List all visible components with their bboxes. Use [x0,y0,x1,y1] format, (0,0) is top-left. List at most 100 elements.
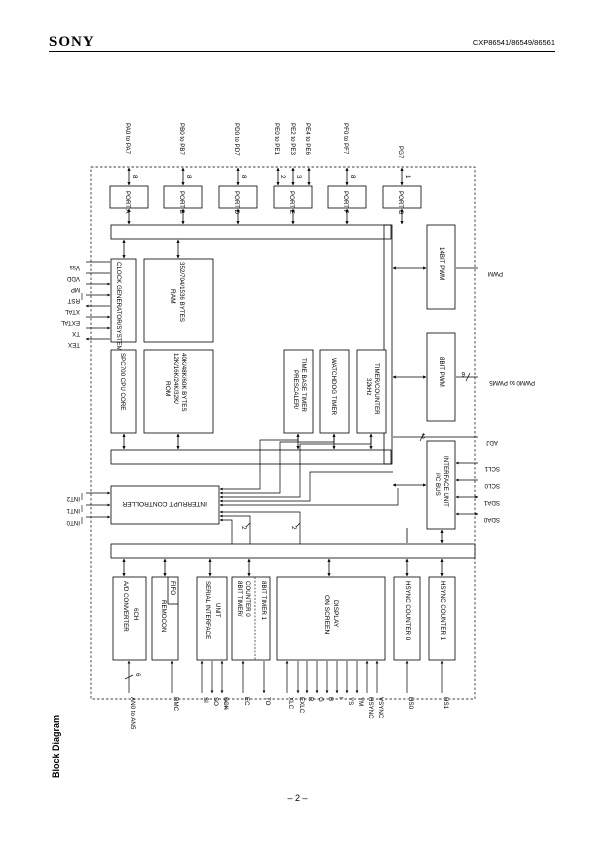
port-g: PORT G PG7 1 [382,146,422,215]
svg-text:PE0 to PE1: PE0 to PE1 [273,123,280,156]
svg-text:I: I [337,697,344,699]
port-d: PORT D PD0 to PD7 8 [218,123,258,215]
svg-text:HS1: HS1 [442,697,449,710]
svg-text:INTERRUPT CONTROLLER: INTERRUPT CONTROLLER [122,500,207,507]
svg-text:8: 8 [131,175,138,179]
svg-text:14BIT PWM: 14BIT PWM [438,247,445,280]
interrupt-controller-block: INTERRUPT CONTROLLER INTERRUPT CONTROLLE… [110,485,220,525]
svg-text:ROM: ROM [164,381,171,396]
svg-text:UNIT: UNIT [214,603,221,618]
svg-text:EC: EC [243,697,250,706]
svg-text:INT1: INT1 [66,507,80,514]
port-f: PORT F PF0 to PF7 8 [327,123,367,214]
svg-text:8BIT PWM: 8BIT PWM [438,357,445,387]
svg-text:1: 1 [404,175,411,179]
svg-text:INTERFACE UNIT: INTERFACE UNIT [442,456,449,507]
svg-text:ADJ: ADJ [486,439,498,446]
prescaler-block: PRESCALER/ TIME BASE TIMER [283,349,314,434]
svg-text:TIME BASE TIMER: TIME BASE TIMER [300,358,307,412]
watchdog-timer-block: WATCHDOG TIMER [319,349,350,434]
svg-text:32kHz: 32kHz [365,378,372,396]
svg-text:XLC: XLC [287,697,294,710]
svg-text:CLOCK GENERATOR/SYSTEM CONTROL: CLOCK GENERATOR/SYSTEM CONTROL [115,262,122,383]
svg-text:12K/16K/24K/32K/: 12K/16K/24K/32K/ [172,353,179,404]
sony-logo: SONY [49,34,95,50]
svg-text:PE2 to PE3: PE2 to PE3 [289,123,296,156]
svg-text:A/D CONVERTER: A/D CONVERTER [122,581,129,632]
left-pin-labels: Vss VDD MP RST XTAL EXTAL TX TEX INT2 IN… [60,264,80,526]
svg-text:PB0 to PB7: PB0 to PB7 [178,123,185,156]
svg-text:PORT E: PORT E [288,191,295,214]
svg-text:RAM: RAM [169,289,176,304]
svg-text:SDA0: SDA0 [483,516,500,523]
svg-text:PORT G: PORT G [397,191,404,215]
svg-text:HSYNC COUNTER 1: HSYNC COUNTER 1 [439,581,446,641]
svg-text:PWM: PWM [488,270,503,277]
svg-text:REMOCON: REMOCON [160,600,167,632]
svg-text:SCL0: SCL0 [484,482,500,489]
svg-text:EXTAL: EXTAL [60,319,80,326]
right-pins [393,267,479,516]
svg-text:2: 2 [279,175,286,179]
diagram-title: Block Diagram [51,715,61,778]
svg-text:I²C BUS: I²C BUS [434,473,441,496]
svg-text:HSYNC COUNTER 0: HSYNC COUNTER 0 [404,581,411,641]
ram-block: RAM 352/704/1536 BYTES [143,258,214,343]
svg-text:2: 2 [240,526,247,530]
svg-text:8BIT TIMER 1: 8BIT TIMER 1 [260,581,267,621]
port-a: PORT A PA0 to PA7 8 [109,123,149,214]
rom-block: ROM 12K/16K/24K/32K/ 40K/48K/60K BYTES [143,349,214,434]
remocon-block: FIFO REMOCON [151,576,179,661]
interrupt-lines [219,434,399,544]
internal-bus [110,224,476,559]
svg-text:R: R [307,697,314,702]
svg-text:PORT A: PORT A [124,191,131,214]
header-rule [49,51,555,52]
bottom-pin-labels: 6 AN0 to AN5 RMC SI SO SCK EC TO XLC EXL… [129,673,449,730]
chip-outline [90,166,476,700]
svg-text:PWM0 to PWM5: PWM0 to PWM5 [489,379,535,386]
on-screen-display-block: ON SCREEN DISPLAY [276,576,386,661]
svg-text:HSYNC: HSYNC [367,697,374,719]
svg-text:G: G [317,697,324,702]
port-arrows [127,167,404,225]
svg-text:PORT B: PORT B [178,191,185,214]
page-number: – 2 – [287,793,308,803]
svg-text:SPC700 CPU CORE: SPC700 CPU CORE [119,353,126,410]
svg-text:EXLC: EXLC [298,697,305,714]
right-pin-labels: PWM PWM0 to PWM5 6 ADJ 2 SCL1 SCL0 SDA1 … [421,270,535,523]
svg-text:TX: TX [72,330,80,337]
svg-text:ON SCREEN: ON SCREEN [323,595,330,634]
svg-text:SERIAL INTERFACE: SERIAL INTERFACE [204,581,211,639]
svg-text:6: 6 [134,673,141,677]
port-b: PORT B PB0 to PB7 8 [163,123,203,214]
cpu-core-block: SPC700 CPU CORE [110,349,137,434]
left-pins [85,261,111,519]
svg-text:2: 2 [421,432,425,439]
svg-text:6: 6 [461,370,465,377]
svg-text:SI: SI [202,697,209,703]
svg-text:352/704/1536 BYTES: 352/704/1536 BYTES [178,262,185,322]
svg-text:RST: RST [67,297,80,304]
svg-text:DISPLAY: DISPLAY [332,600,339,628]
svg-text:3: 3 [295,175,302,179]
svg-text:2: 2 [290,526,297,530]
svg-text:PORT F: PORT F [342,191,349,214]
svg-text:Block Diagram: Block Diagram [51,715,61,778]
svg-text:TIMER/COUNTER: TIMER/COUNTER [373,363,380,415]
svg-text:SO: SO [212,697,219,706]
hsync-counter-1-block: HSYNC COUNTER 1 [428,576,456,661]
svg-text:VSYNC: VSYNC [377,697,384,719]
svg-text:FIFO: FIFO [169,581,176,595]
svg-text:WATCHDOG TIMER: WATCHDOG TIMER [330,358,337,415]
svg-text:B: B [327,697,334,701]
i2c-bus-block: I²C BUS INTERFACE UNIT [426,440,456,530]
pwm8-block: 8BIT PWM [426,332,456,422]
svg-text:SCK: SCK [222,697,229,711]
svg-text:PE4 to PE6: PE4 to PE6 [304,123,311,156]
svg-text:8: 8 [240,175,247,179]
svg-text:PORT D: PORT D [233,191,240,215]
pwm14-block: 14BIT PWM [426,224,456,310]
part-numbers: CXP86541/86549/86561 [472,38,555,47]
